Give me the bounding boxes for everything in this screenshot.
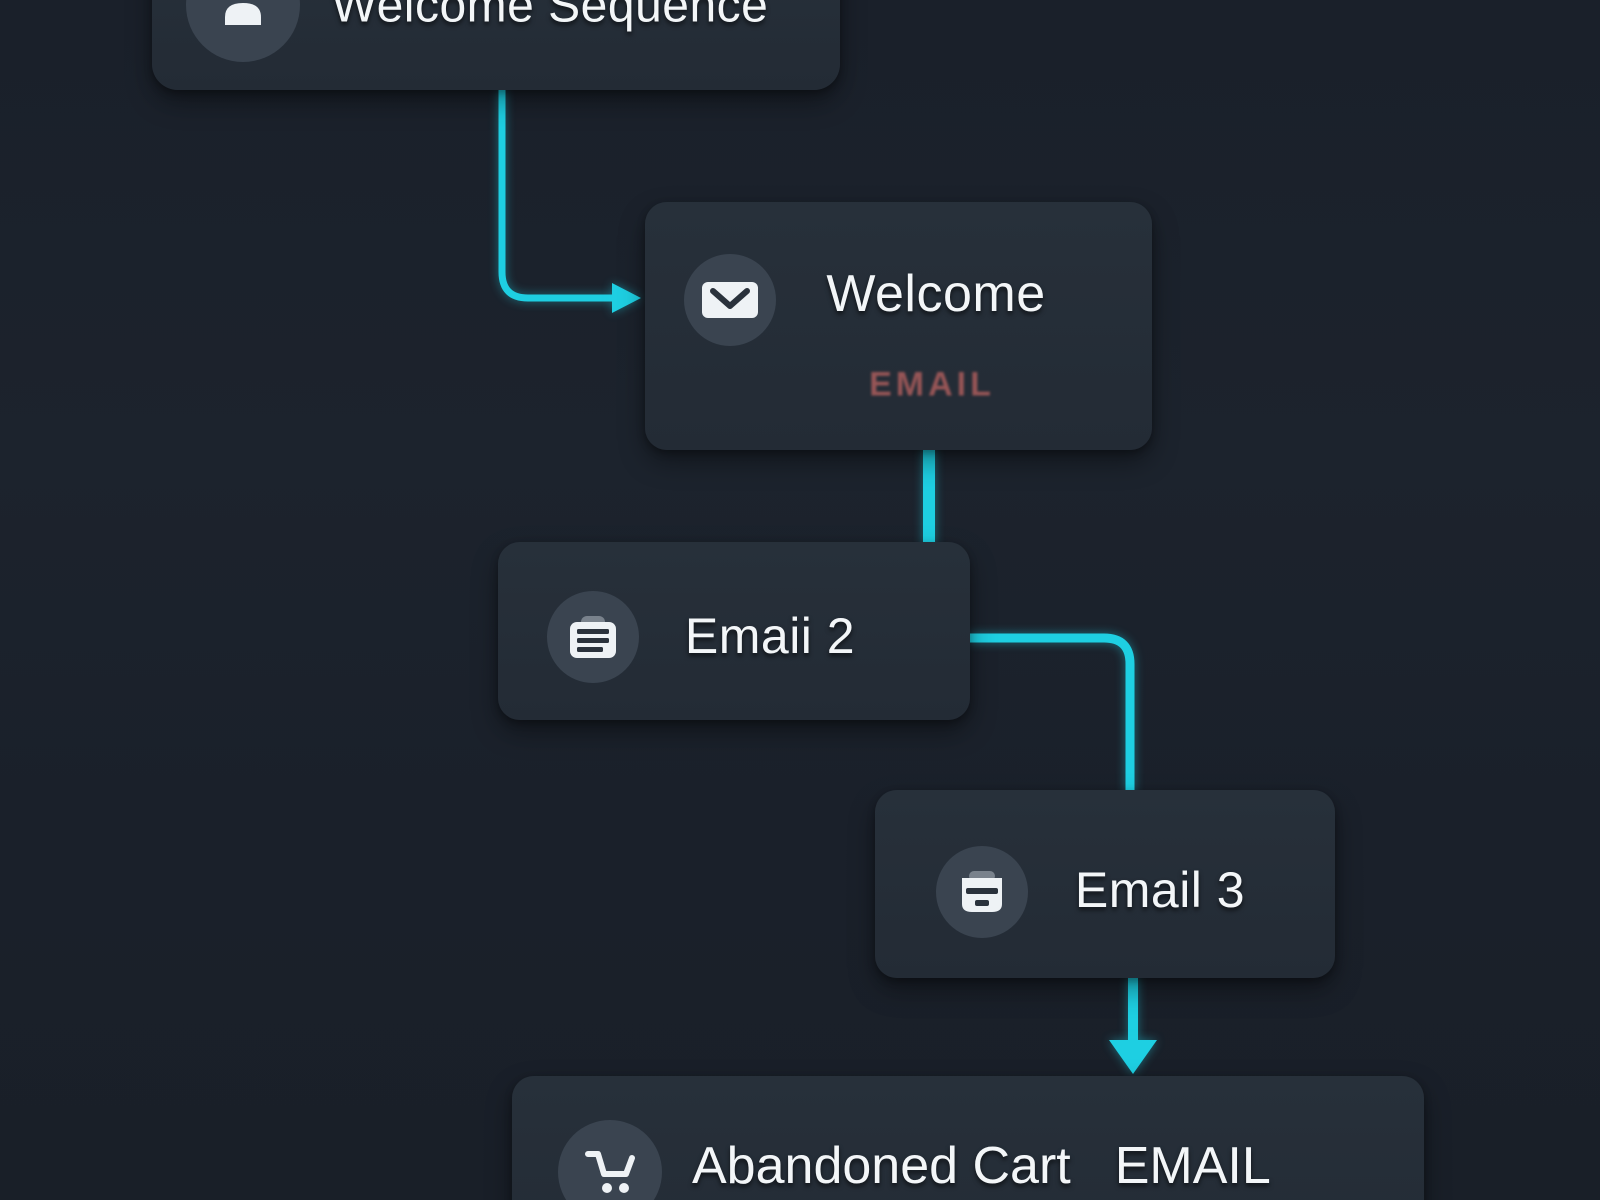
email-type-badge: EMAIL	[869, 365, 995, 404]
arrowhead-down-icon	[1109, 1040, 1157, 1074]
email-type-label: EMAIL	[1114, 1137, 1271, 1195]
node-email-3[interactable]: Email 3	[875, 790, 1335, 978]
person-icon	[186, 0, 300, 62]
node-title: Abandoned Cart	[692, 1137, 1071, 1195]
envelope-icon	[684, 254, 776, 346]
node-welcome[interactable]: Welcome EMAIL	[645, 202, 1152, 450]
node-welcome-sequence[interactable]: Welcome Sequence	[152, 0, 840, 90]
node-title: Emaii 2	[684, 608, 856, 664]
archive-icon	[936, 846, 1028, 938]
cart-icon	[558, 1120, 662, 1200]
connector-email2-to-email3	[970, 633, 1135, 792]
node-title: Welcome Sequence	[331, 0, 769, 33]
node-email-2[interactable]: Emaii 2	[498, 542, 970, 720]
node-title: Email 3	[1074, 862, 1246, 918]
connector-welcome-sequence-to-welcome	[498, 90, 613, 302]
document-icon	[547, 591, 639, 683]
node-title: Welcome	[826, 265, 1046, 323]
node-abandoned-cart[interactable]: Abandoned Cart EMAIL	[512, 1076, 1424, 1200]
arrowhead-right-icon	[612, 283, 641, 313]
